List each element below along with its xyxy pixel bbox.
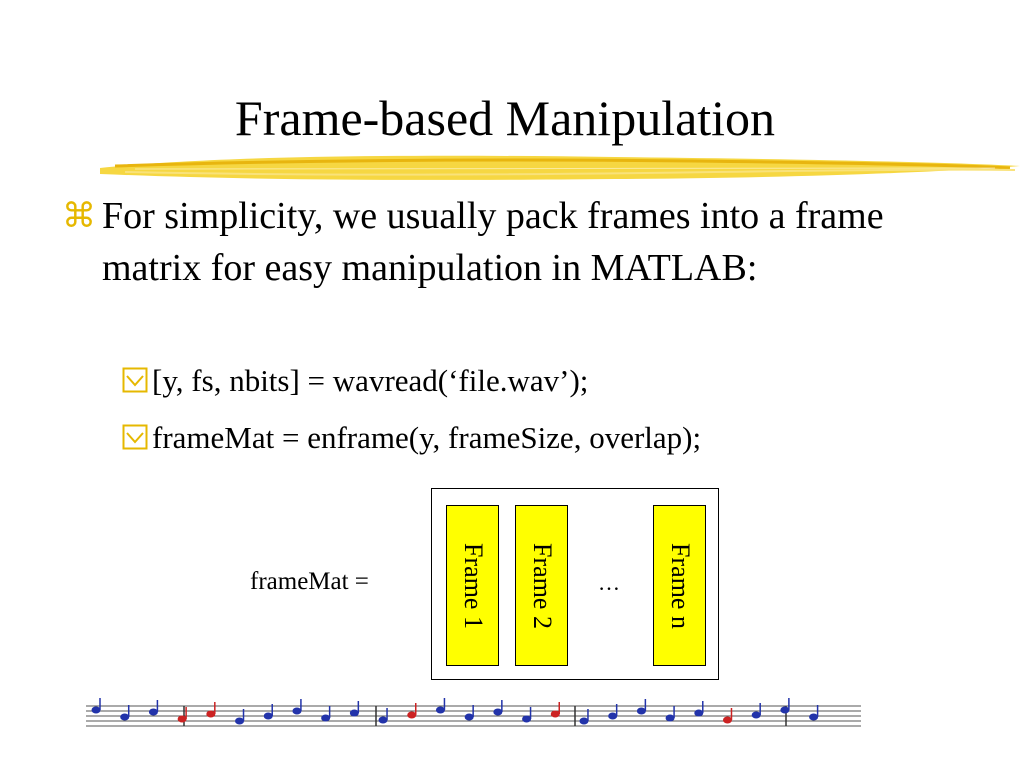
checkbox-icon — [122, 367, 148, 393]
note-head — [292, 707, 302, 715]
note-head — [378, 716, 388, 724]
note-head — [349, 709, 359, 717]
matrix-label: frameMat = — [250, 568, 369, 595]
note-head — [608, 712, 618, 720]
frame-label: Frame n — [665, 542, 695, 629]
command-key-icon: ⌘ — [62, 196, 96, 236]
note-head — [148, 708, 158, 716]
note-head — [522, 715, 532, 723]
note-head — [579, 717, 589, 725]
sub-bullet-text: frameMat = enframe(y, frameSize, overlap… — [152, 420, 702, 455]
note-head — [407, 711, 417, 719]
slide-title: Frame-based Manipulation — [234, 90, 776, 146]
note-head — [493, 708, 503, 716]
note-head — [435, 706, 445, 714]
note-head — [206, 710, 216, 718]
frame-label: Frame 2 — [527, 542, 557, 629]
note-head — [263, 712, 273, 720]
music-notes-decoration — [86, 698, 861, 727]
frame-2-column: Frame 2 — [515, 505, 568, 666]
note-head — [665, 714, 675, 722]
note-head — [235, 717, 245, 725]
checkbox-icon — [122, 424, 148, 450]
frame-1-column: Frame 1 — [446, 505, 499, 666]
note-head — [722, 716, 732, 724]
note-head — [120, 713, 130, 721]
note-head — [694, 709, 704, 717]
note-head — [177, 715, 187, 723]
note-head — [780, 706, 790, 714]
note-head — [91, 706, 101, 714]
note-head — [321, 714, 331, 722]
note-head — [636, 707, 646, 715]
ellipsis: … — [598, 570, 620, 595]
sub-bullet-text: [y, fs, nbits] = wavread(‘file.wav’); — [152, 363, 589, 398]
bullet-text: For simplicity, we usually pack frames i… — [102, 195, 884, 289]
title-underline-brush — [100, 155, 1020, 180]
frame-matrix-box — [431, 488, 719, 680]
note-head — [550, 710, 560, 718]
frame-n-column: Frame n — [653, 505, 706, 666]
note-head — [751, 711, 761, 719]
note-head — [809, 713, 819, 721]
note-head — [464, 713, 474, 721]
frame-label: Frame 1 — [458, 542, 488, 629]
